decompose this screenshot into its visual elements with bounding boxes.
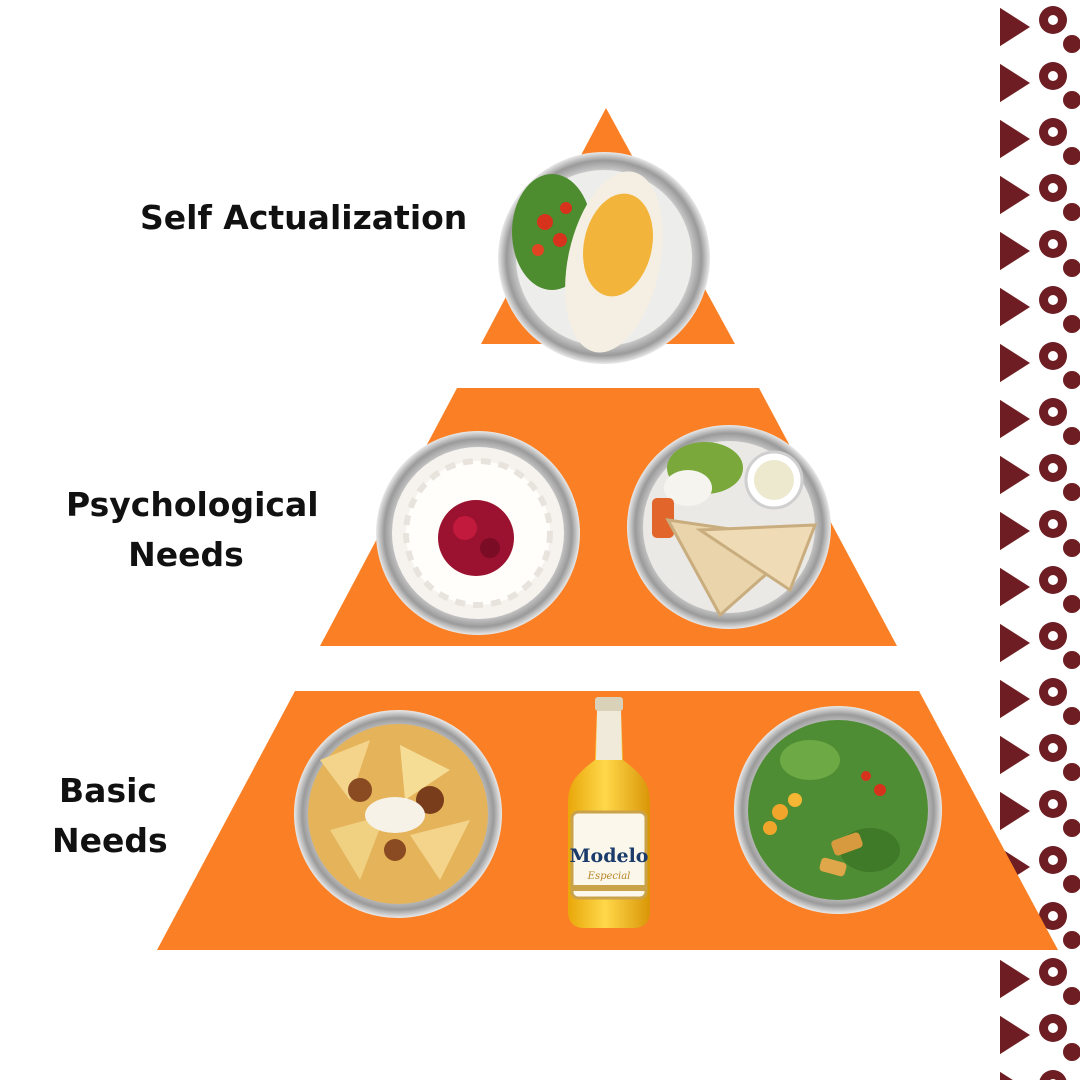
beer-bottle-icon: Modelo Especial (568, 697, 650, 928)
tier-label-psychological-needs: Psychological Needs (66, 480, 319, 580)
dessert-bowl-icon (376, 431, 580, 635)
nachos-bowl-icon (294, 710, 502, 918)
tier-label-line: Needs (128, 535, 244, 574)
tier-label-self-actualization: Self Actualization (140, 193, 467, 243)
salad-bowl-icon (734, 706, 942, 914)
burrito-plate-icon (498, 152, 710, 364)
tier-label-line: Basic (59, 771, 157, 810)
tier-label-line: Self Actualization (140, 198, 468, 237)
tier-label-line: Needs (52, 821, 168, 860)
bottle-brand-label: Modelo (570, 845, 649, 867)
tier-label-basic-needs: Basic Needs (52, 766, 168, 866)
quesadilla-plate-icon (627, 425, 831, 629)
bottle-sub-label: Especial (587, 871, 631, 882)
tier-label-line: Psychological (66, 485, 319, 524)
